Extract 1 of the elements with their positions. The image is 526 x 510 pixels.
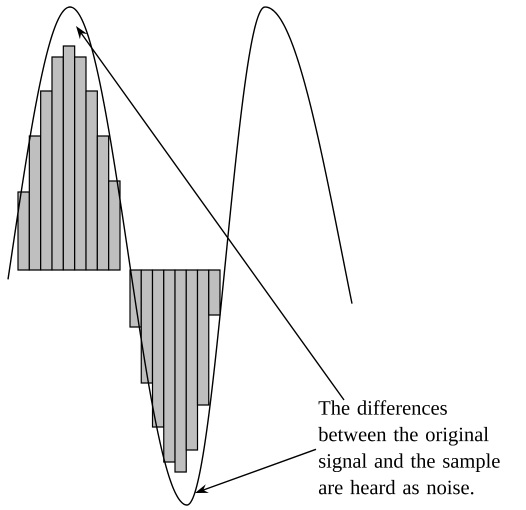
note-text: The differences between the original signal and the sample are heard as noise. xyxy=(318,400,500,494)
